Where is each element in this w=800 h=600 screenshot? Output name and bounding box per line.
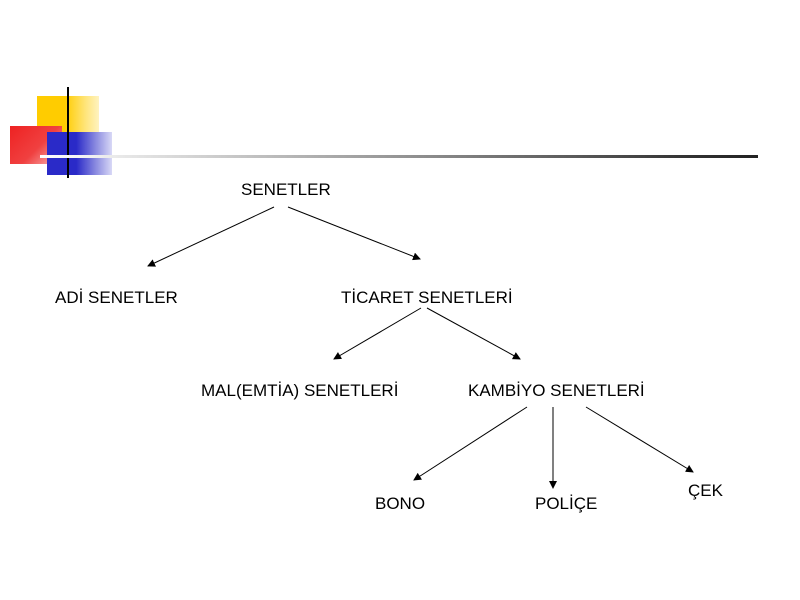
edge-senetler-to-ticaret-senetleri	[287, 206, 421, 261]
node-bono: BONO	[375, 494, 426, 513]
node-ticaret-senetleri: TİCARET SENETLERİ	[341, 288, 513, 307]
edge-kambiyo-to-bono	[413, 406, 528, 481]
node-cek: ÇEK	[688, 481, 723, 500]
node-mal-senetleri: MAL(EMTİA) SENETLERİ	[201, 381, 399, 400]
node-senetler: SENETLER	[241, 180, 331, 199]
node-adi-senetler: ADİ SENETLER	[55, 288, 178, 307]
edge-ticaret-to-mal-senetleri	[333, 307, 422, 360]
node-police: POLİÇE	[535, 494, 598, 513]
edge-senetler-to-adi-senetler	[147, 206, 275, 267]
logo-vertical-line	[67, 87, 69, 178]
decorative-logo	[0, 0, 120, 190]
edge-kambiyo-to-cek	[585, 406, 694, 473]
node-kambiyo-senetleri: KAMBİYO SENETLERİ	[468, 381, 645, 400]
edge-ticaret-to-kambiyo-senetleri	[426, 307, 521, 360]
title-rule-line	[40, 155, 758, 158]
blue-square-decoration	[47, 132, 112, 175]
